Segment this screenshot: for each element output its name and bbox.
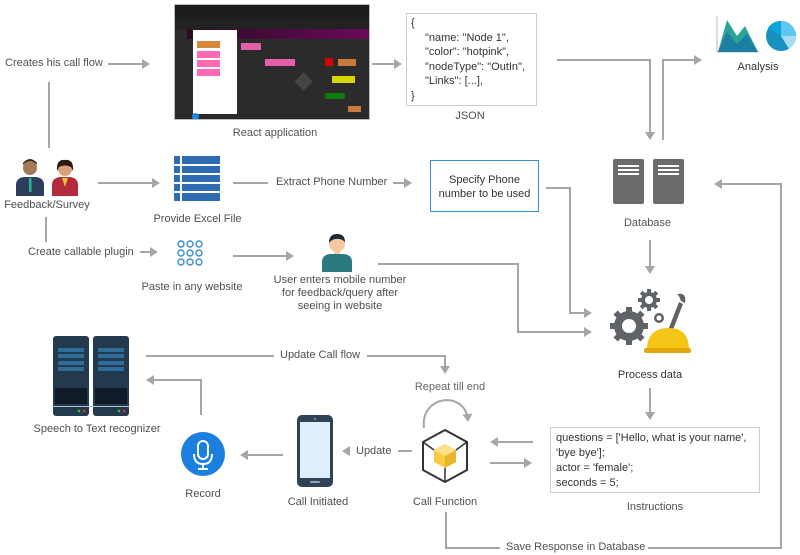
arrow-phone-to-process xyxy=(546,187,592,318)
label-save-response: Save Response in Database xyxy=(503,541,649,553)
caption-call-initiated: Call Initiated xyxy=(287,496,349,508)
repeat-loop-arrow xyxy=(422,399,473,429)
record-microphone-icon xyxy=(181,432,225,476)
caption-instructions: Instructions xyxy=(626,501,684,513)
arrow-json-to-database xyxy=(557,59,655,140)
plugin-grid-icon xyxy=(177,240,203,266)
caption-json: JSON xyxy=(455,110,485,122)
arrow-update-call-flow xyxy=(367,355,450,374)
speech-to-text-server-icon xyxy=(53,336,129,416)
caption-paste-website: Paste in any website xyxy=(141,281,243,293)
analysis-chart-icon xyxy=(716,16,797,53)
call-function-cube-icon xyxy=(422,428,468,484)
caption-speech-to-text: Speech to Text recognizer xyxy=(33,423,161,435)
people-icon xyxy=(16,159,78,196)
instructions-box: questions = ['Hello, what is your name',… xyxy=(550,427,760,493)
process-data-gears-icon xyxy=(610,289,691,353)
excel-file-icon xyxy=(174,156,220,201)
label-extract-phone: Extract Phone Number xyxy=(274,176,390,188)
arrow-user-to-process xyxy=(378,263,592,337)
caption-react-app: React application xyxy=(232,127,318,139)
arrow-database-to-analysis xyxy=(662,55,702,140)
label-update: Update xyxy=(354,445,394,457)
label-creates-call-flow: Creates his call flow xyxy=(5,57,103,69)
caption-analysis: Analysis xyxy=(737,61,779,73)
mobile-phone-icon xyxy=(297,415,333,487)
caption-feedback-survey: Feedback/Survey xyxy=(4,199,90,211)
caption-call-function: Call Function xyxy=(412,496,478,508)
caption-record: Record xyxy=(185,488,221,500)
react-app-screenshot xyxy=(174,4,370,120)
label-repeat-till-end: Repeat till end xyxy=(414,381,486,393)
caption-process-data: Process data xyxy=(617,369,683,381)
json-snippet: { "name: "Node 1", "color": "hotpink", "… xyxy=(406,13,537,106)
caption-user-enters: User enters mobile number for feedback/q… xyxy=(273,274,407,312)
arrow-save-to-database xyxy=(646,179,782,549)
label-update-call-flow: Update Call flow xyxy=(278,349,363,361)
arrow-record-to-speech xyxy=(146,375,202,415)
database-icon xyxy=(613,159,684,204)
caption-provide-excel: Provide Excel File xyxy=(153,213,242,225)
user-icon xyxy=(322,234,352,272)
label-create-plugin: Create callable plugin xyxy=(28,246,134,258)
caption-database: Database xyxy=(623,217,672,229)
specify-phone-box: Specify Phone number to be used xyxy=(430,160,539,212)
